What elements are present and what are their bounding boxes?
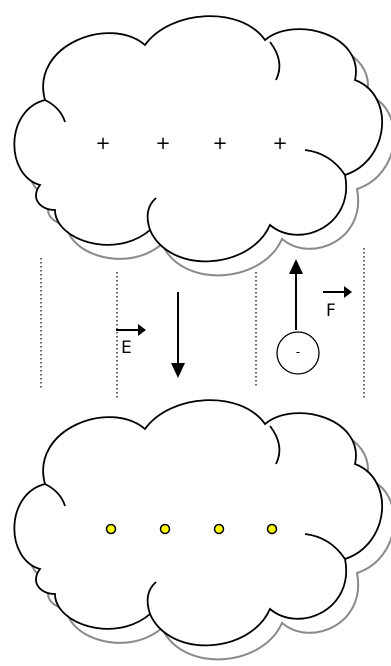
bottom-cloud-detail <box>146 581 157 615</box>
electron-circle <box>276 331 320 375</box>
positive-charge: + <box>95 133 110 154</box>
bottom-cloud-detail <box>304 533 346 560</box>
top-cloud-detail <box>146 197 157 231</box>
electron: - <box>276 331 320 375</box>
e-field-symbol: E <box>116 324 146 358</box>
force-label: F <box>326 301 336 321</box>
negative-charge-dot <box>159 523 171 535</box>
arrowhead-icon <box>289 259 303 274</box>
top-cloud-detail <box>44 99 66 123</box>
top-cloud-detail <box>304 149 346 176</box>
positive-charge: + <box>155 133 170 154</box>
e-field-label: E <box>121 338 132 358</box>
negative-charge-dot <box>213 523 225 535</box>
positive-charge: + <box>212 133 227 154</box>
negative-charge-dot <box>105 523 117 535</box>
force-direction-arrow <box>289 259 303 330</box>
electron-charge-label: - <box>296 345 300 359</box>
field-direction-arrow <box>171 292 185 378</box>
top-cloud-outline <box>13 15 384 263</box>
force-symbol: F <box>323 286 352 321</box>
arrowhead-icon <box>344 286 352 298</box>
top-cloud: + + + + <box>13 15 391 277</box>
field-region: E F - <box>40 248 365 398</box>
arrowhead-icon <box>171 363 185 378</box>
bottom-cloud-outline <box>13 399 384 647</box>
bottom-cloud-detail <box>269 425 281 465</box>
top-cloud-detail <box>269 41 281 81</box>
positive-charge: + <box>272 133 287 154</box>
negative-charge-dot <box>266 523 278 535</box>
bottom-cloud-detail <box>44 483 66 507</box>
arrowhead-icon <box>138 324 146 336</box>
bottom-cloud <box>13 399 391 661</box>
